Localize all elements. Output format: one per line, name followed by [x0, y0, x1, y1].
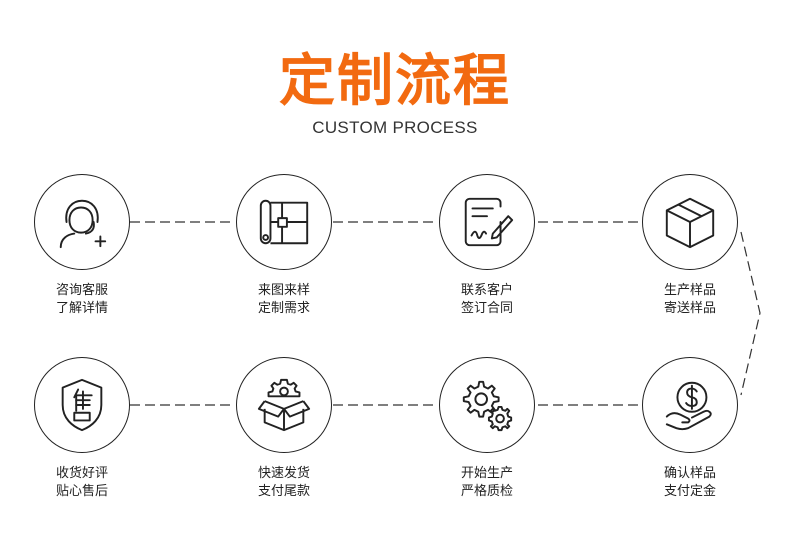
step-circle	[439, 357, 535, 453]
step-circle	[236, 174, 332, 270]
customer-service-icon	[59, 199, 107, 249]
contract-signing-icon	[464, 197, 514, 247]
step-shipping: 快速发货 支付尾款	[214, 357, 354, 501]
step-label-line1: 快速发货	[257, 466, 310, 481]
step-label-line1: 开始生产	[460, 466, 513, 481]
step-circle	[642, 357, 738, 453]
step-production: 开始生产 严格质检	[417, 357, 557, 501]
page-subtitle: CUSTOM PROCESS	[312, 118, 478, 137]
blueprint-icon	[259, 199, 309, 245]
step-label-line2: 严格质检	[460, 484, 513, 499]
step-label-line2: 支付定金	[663, 484, 716, 499]
step-label-line2: 贴心售后	[55, 484, 108, 499]
step-circle	[34, 357, 130, 453]
package-box-icon	[665, 197, 715, 249]
step-label-line1: 生产样品	[663, 283, 716, 298]
page-title: 定制流程	[279, 49, 511, 114]
connector-4-5	[740, 231, 761, 396]
step-label-line2: 了解详情	[55, 301, 108, 316]
step-label-line1: 咨询客服	[55, 283, 108, 298]
step-label-line2: 寄送样品	[663, 301, 716, 316]
gears-icon	[462, 380, 513, 432]
step-circle	[439, 174, 535, 270]
step-label-line1: 来图来样	[257, 283, 310, 298]
shipping-box-icon	[257, 378, 311, 432]
step-design: 来图来样 定制需求	[214, 174, 354, 318]
step-label-line1: 收货好评	[55, 466, 108, 481]
step-consult: 咨询客服 了解详情	[12, 174, 152, 318]
step-circle	[642, 174, 738, 270]
step-label-line2: 支付尾款	[257, 484, 310, 499]
step-circle	[236, 357, 332, 453]
step-sample: 生产样品 寄送样品	[620, 174, 760, 318]
step-label-line1: 确认样品	[663, 466, 716, 481]
step-label-line2: 定制需求	[257, 301, 310, 316]
step-label-line2: 签订合同	[460, 301, 513, 316]
dollar-payment-icon	[665, 381, 712, 431]
step-contract: 联系客户 签订合同	[417, 174, 557, 318]
step-deposit: 确认样品 支付定金	[620, 357, 760, 501]
step-after-sales: 收货好评 贴心售后	[12, 357, 152, 501]
shield-icon	[61, 378, 103, 432]
step-label-line1: 联系客户	[460, 283, 513, 298]
step-circle	[34, 174, 130, 270]
